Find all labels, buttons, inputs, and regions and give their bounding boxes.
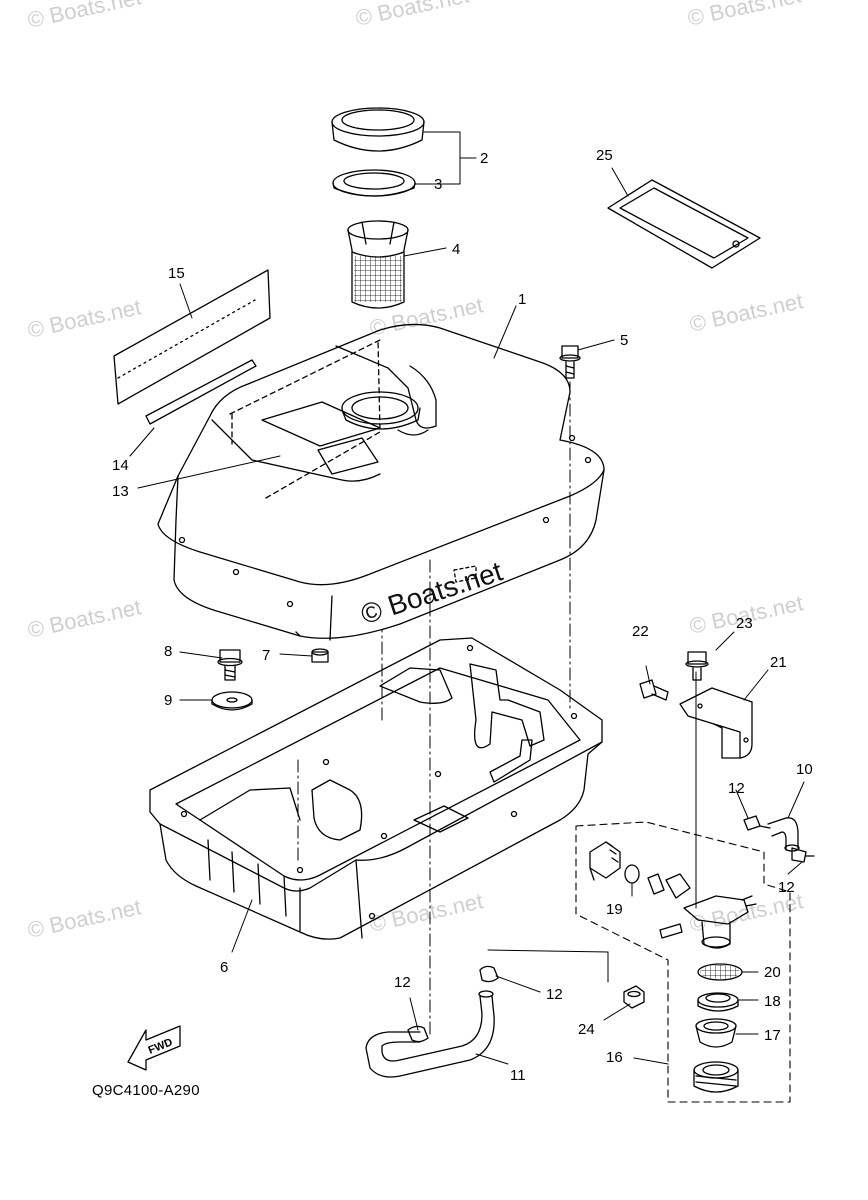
hose-10 — [767, 817, 800, 852]
callout-6: 6 — [220, 959, 228, 976]
clamp-12 — [479, 965, 499, 983]
plug-7 — [311, 648, 329, 663]
diagram-code: Q9C4100-A290 — [92, 1082, 200, 1099]
fuel-hose-11 — [365, 990, 495, 1078]
oring-18 — [697, 992, 739, 1012]
callout-15: 15 — [168, 265, 185, 282]
callout-1: 1 — [518, 291, 526, 308]
fuel-tank — [157, 323, 605, 641]
spacer-17 — [695, 1018, 737, 1048]
filler-cap — [331, 107, 425, 152]
callout-14: 14 — [112, 457, 129, 474]
callout-12: 12 — [546, 986, 563, 1003]
document-pouch — [607, 179, 761, 269]
label-14 — [145, 359, 257, 425]
callout-19: 19 — [606, 901, 623, 918]
callout-4: 4 — [452, 241, 460, 258]
callout-21: 21 — [770, 654, 787, 671]
fuel-cock-19 — [589, 841, 757, 949]
fuel-strainer — [347, 220, 409, 309]
callout-8: 8 — [164, 643, 172, 660]
bolt-8 — [217, 649, 243, 681]
cap-gasket — [332, 169, 416, 197]
label-15 — [113, 269, 271, 405]
callout-13: 13 — [112, 483, 129, 500]
bolt-23 — [685, 651, 709, 681]
callout-18: 18 — [764, 993, 781, 1010]
callout-3: 3 — [434, 176, 442, 193]
callout-25: 25 — [596, 147, 613, 164]
callout-16: 16 — [606, 1049, 623, 1066]
callout-22: 22 — [632, 623, 649, 640]
callout-17: 17 — [764, 1027, 781, 1044]
callout-23: 23 — [736, 615, 753, 632]
bowl-16 — [693, 1061, 739, 1093]
callout-24: 24 — [578, 1021, 595, 1038]
clamp-12 — [791, 847, 815, 863]
nut-24 — [623, 985, 645, 1009]
callout-12: 12 — [394, 974, 411, 991]
callout-7: 7 — [262, 647, 270, 664]
washer-9 — [211, 691, 253, 711]
callout-10: 10 — [796, 761, 813, 778]
callout-20: 20 — [764, 964, 781, 981]
bracket-21 — [679, 687, 753, 759]
fuel-cock-group-outline — [575, 821, 791, 1103]
tank-tray — [149, 637, 603, 940]
callout-12: 12 — [778, 879, 795, 896]
callout-5: 5 — [620, 332, 628, 349]
callout-9: 9 — [164, 692, 172, 709]
callout-12: 12 — [728, 780, 745, 797]
clamp-12 — [743, 815, 771, 831]
clamp-12 — [407, 1025, 429, 1043]
callout-11: 11 — [510, 1067, 526, 1084]
bolt-22 — [639, 679, 669, 701]
callout-2: 2 — [480, 150, 488, 167]
bolt-5 — [559, 345, 581, 379]
filter-20 — [697, 963, 743, 981]
forward-arrow-icon — [127, 1025, 181, 1071]
